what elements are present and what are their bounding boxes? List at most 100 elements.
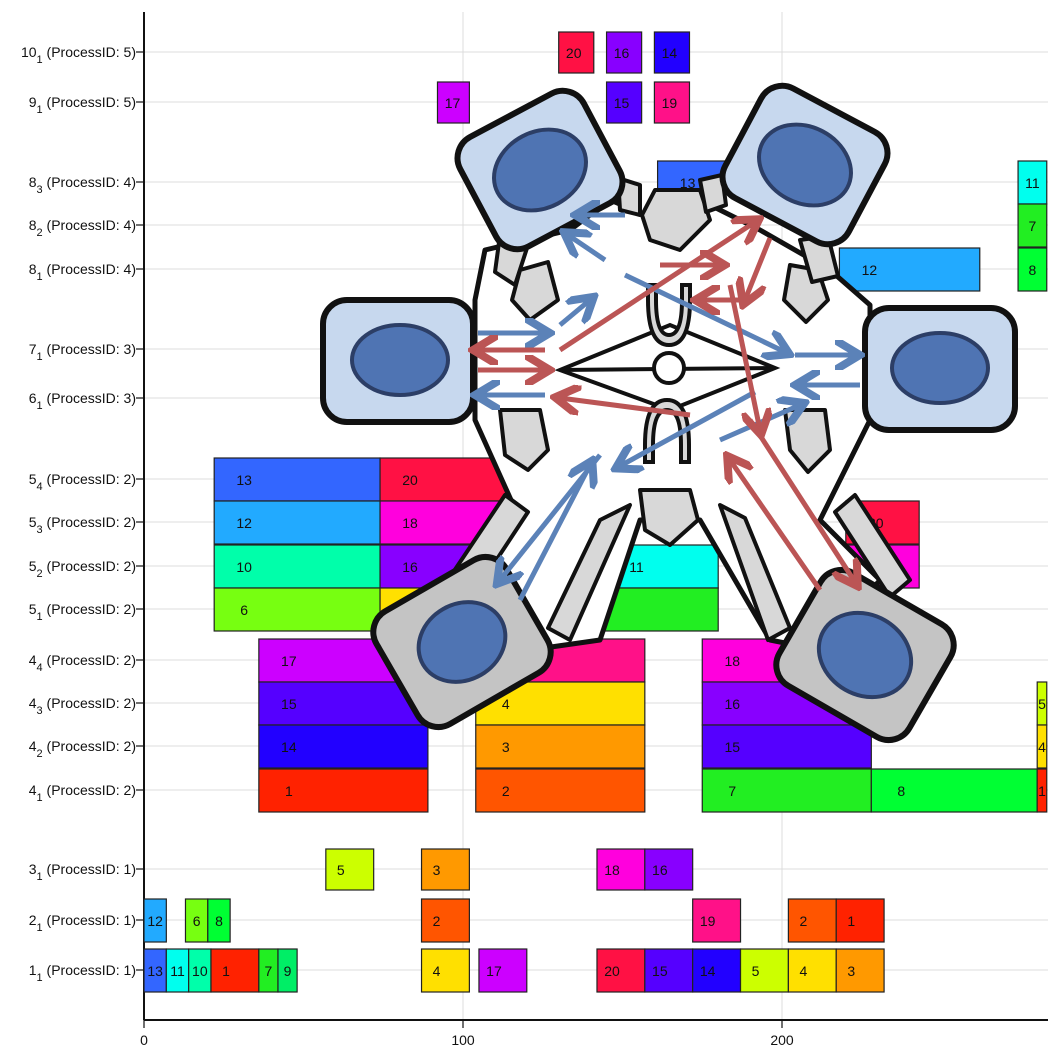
task-bar: 20 (596, 948, 646, 993)
task-bar: 3 (420, 848, 470, 891)
task-bar-label: 1 (222, 963, 230, 979)
y-tick-label: 53 (ProcessID: 2) (29, 514, 136, 536)
y-tick-label: 52 (ProcessID: 2) (29, 558, 136, 580)
y-tick-subscript: 1 (37, 351, 43, 363)
task-bar: 15 (701, 724, 872, 769)
chamber-bottom-left (370, 553, 554, 731)
task-bar-rect (835, 898, 885, 943)
task-bar: 14 (258, 724, 429, 769)
task-bars: 2016141715191311712813201218201016111864… (143, 31, 1048, 993)
task-bar-label: 5 (337, 862, 345, 878)
chamber-top-right (719, 82, 891, 248)
y-tick-label: 11 (ProcessID: 1) (29, 962, 136, 984)
chamber-left (320, 297, 476, 425)
task-bar: 17 (478, 948, 528, 993)
task-bar-rect (475, 724, 646, 769)
y-tick-label: 81 (ProcessID: 4) (29, 261, 136, 283)
task-bar-rect (838, 247, 981, 292)
x-tick-label: 200 (770, 1032, 794, 1048)
task-bar-rect (1017, 160, 1048, 205)
y-tick-subscript: 1 (37, 922, 43, 934)
y-tick-suffix: (ProcessID: 2) (43, 601, 136, 617)
task-bar: 5 (739, 948, 789, 993)
task-bar: 12 (838, 247, 981, 292)
chamber-bottom-right (773, 566, 957, 744)
task-bar-rect (596, 948, 646, 993)
task-bar: 19 (692, 898, 742, 943)
y-tick-suffix: (ProcessID: 5) (43, 94, 136, 110)
task-bar-rect (258, 768, 429, 813)
task-bar: 4 (1036, 724, 1048, 769)
y-tick-suffix: (ProcessID: 2) (43, 652, 136, 668)
task-bar: 4 (420, 948, 470, 993)
y-tick-suffix: (ProcessID: 5) (43, 44, 136, 60)
y-tick-subscript: 1 (37, 611, 43, 623)
task-bar-label: 19 (662, 95, 678, 111)
task-bar-label: 17 (281, 653, 297, 669)
task-bar-rect (420, 898, 470, 943)
task-bar-label: 15 (724, 739, 740, 755)
task-bar-label: 20 (604, 963, 620, 979)
y-tick-label: 82 (ProcessID: 4) (29, 217, 136, 239)
task-bar-label: 1 (847, 913, 855, 929)
task-bar-label: 17 (445, 95, 461, 111)
task-bar-rect (1036, 768, 1048, 813)
task-bar-label: 15 (652, 963, 668, 979)
task-bar: 1 (1036, 768, 1048, 813)
y-tick-suffix: (ProcessID: 4) (43, 174, 136, 190)
y-tick-subscript: 1 (37, 792, 43, 804)
task-bar: 11 (165, 948, 190, 993)
task-bar-rect (787, 898, 837, 943)
task-bar: 17 (436, 81, 470, 124)
task-bar-rect (653, 81, 691, 124)
task-bar: 7 (1017, 203, 1048, 248)
task-bar-label: 13 (236, 472, 252, 488)
task-bar-rect (207, 898, 231, 943)
task-bar-label: 16 (724, 696, 740, 712)
task-bar-rect (739, 948, 789, 993)
task-bar-rect (835, 948, 885, 993)
task-bar-label: 8 (215, 913, 223, 929)
y-tick-subscript: 1 (37, 871, 43, 883)
task-bar-label: 14 (700, 963, 716, 979)
task-bar-label: 3 (502, 739, 510, 755)
task-bar-rect (644, 948, 694, 993)
task-bar: 16 (644, 848, 694, 891)
task-bar: 2 (475, 768, 646, 813)
y-tick-suffix: (ProcessID: 2) (43, 782, 136, 798)
task-bar: 9 (277, 948, 298, 993)
task-bar-label: 16 (652, 862, 668, 878)
task-bar: 3 (475, 724, 646, 769)
y-tick-suffix: (ProcessID: 2) (43, 738, 136, 754)
task-bar-rect (1017, 247, 1048, 292)
task-bar: 13 (143, 948, 167, 993)
task-bar: 15 (644, 948, 694, 993)
task-bar-label: 1 (1038, 783, 1046, 799)
task-bar: 5 (1036, 681, 1048, 726)
y-tick-subscript: 2 (37, 227, 43, 239)
x-tick-label: 100 (451, 1032, 475, 1048)
y-tick-subscript: 1 (37, 400, 43, 412)
task-bar-rect (325, 848, 375, 891)
y-tick-subscript: 1 (37, 104, 43, 116)
task-bar-rect (605, 31, 643, 74)
task-bar-label: 1 (285, 783, 293, 799)
task-bar-label: 6 (193, 913, 201, 929)
y-tick-suffix: (ProcessID: 1) (43, 912, 136, 928)
y-tick-label: 61 (ProcessID: 3) (29, 390, 136, 412)
task-bar-rect (213, 500, 381, 545)
y-axis-labels: 101 (ProcessID: 5)91 (ProcessID: 5)83 (P… (21, 44, 136, 984)
task-bar-label: 11 (629, 559, 644, 575)
task-bar-rect (436, 81, 470, 124)
task-bar-label: 3 (847, 963, 855, 979)
task-bar-label: 12 (147, 913, 163, 929)
task-bar: 15 (605, 81, 643, 124)
task-bar: 7 (701, 768, 872, 813)
task-bar-label: 11 (1025, 175, 1040, 191)
task-bar: 14 (653, 31, 691, 74)
y-tick-suffix: (ProcessID: 3) (43, 341, 136, 357)
task-bar-rect (213, 544, 381, 589)
task-bar-label: 18 (604, 862, 620, 878)
task-bar: 4 (787, 948, 837, 993)
